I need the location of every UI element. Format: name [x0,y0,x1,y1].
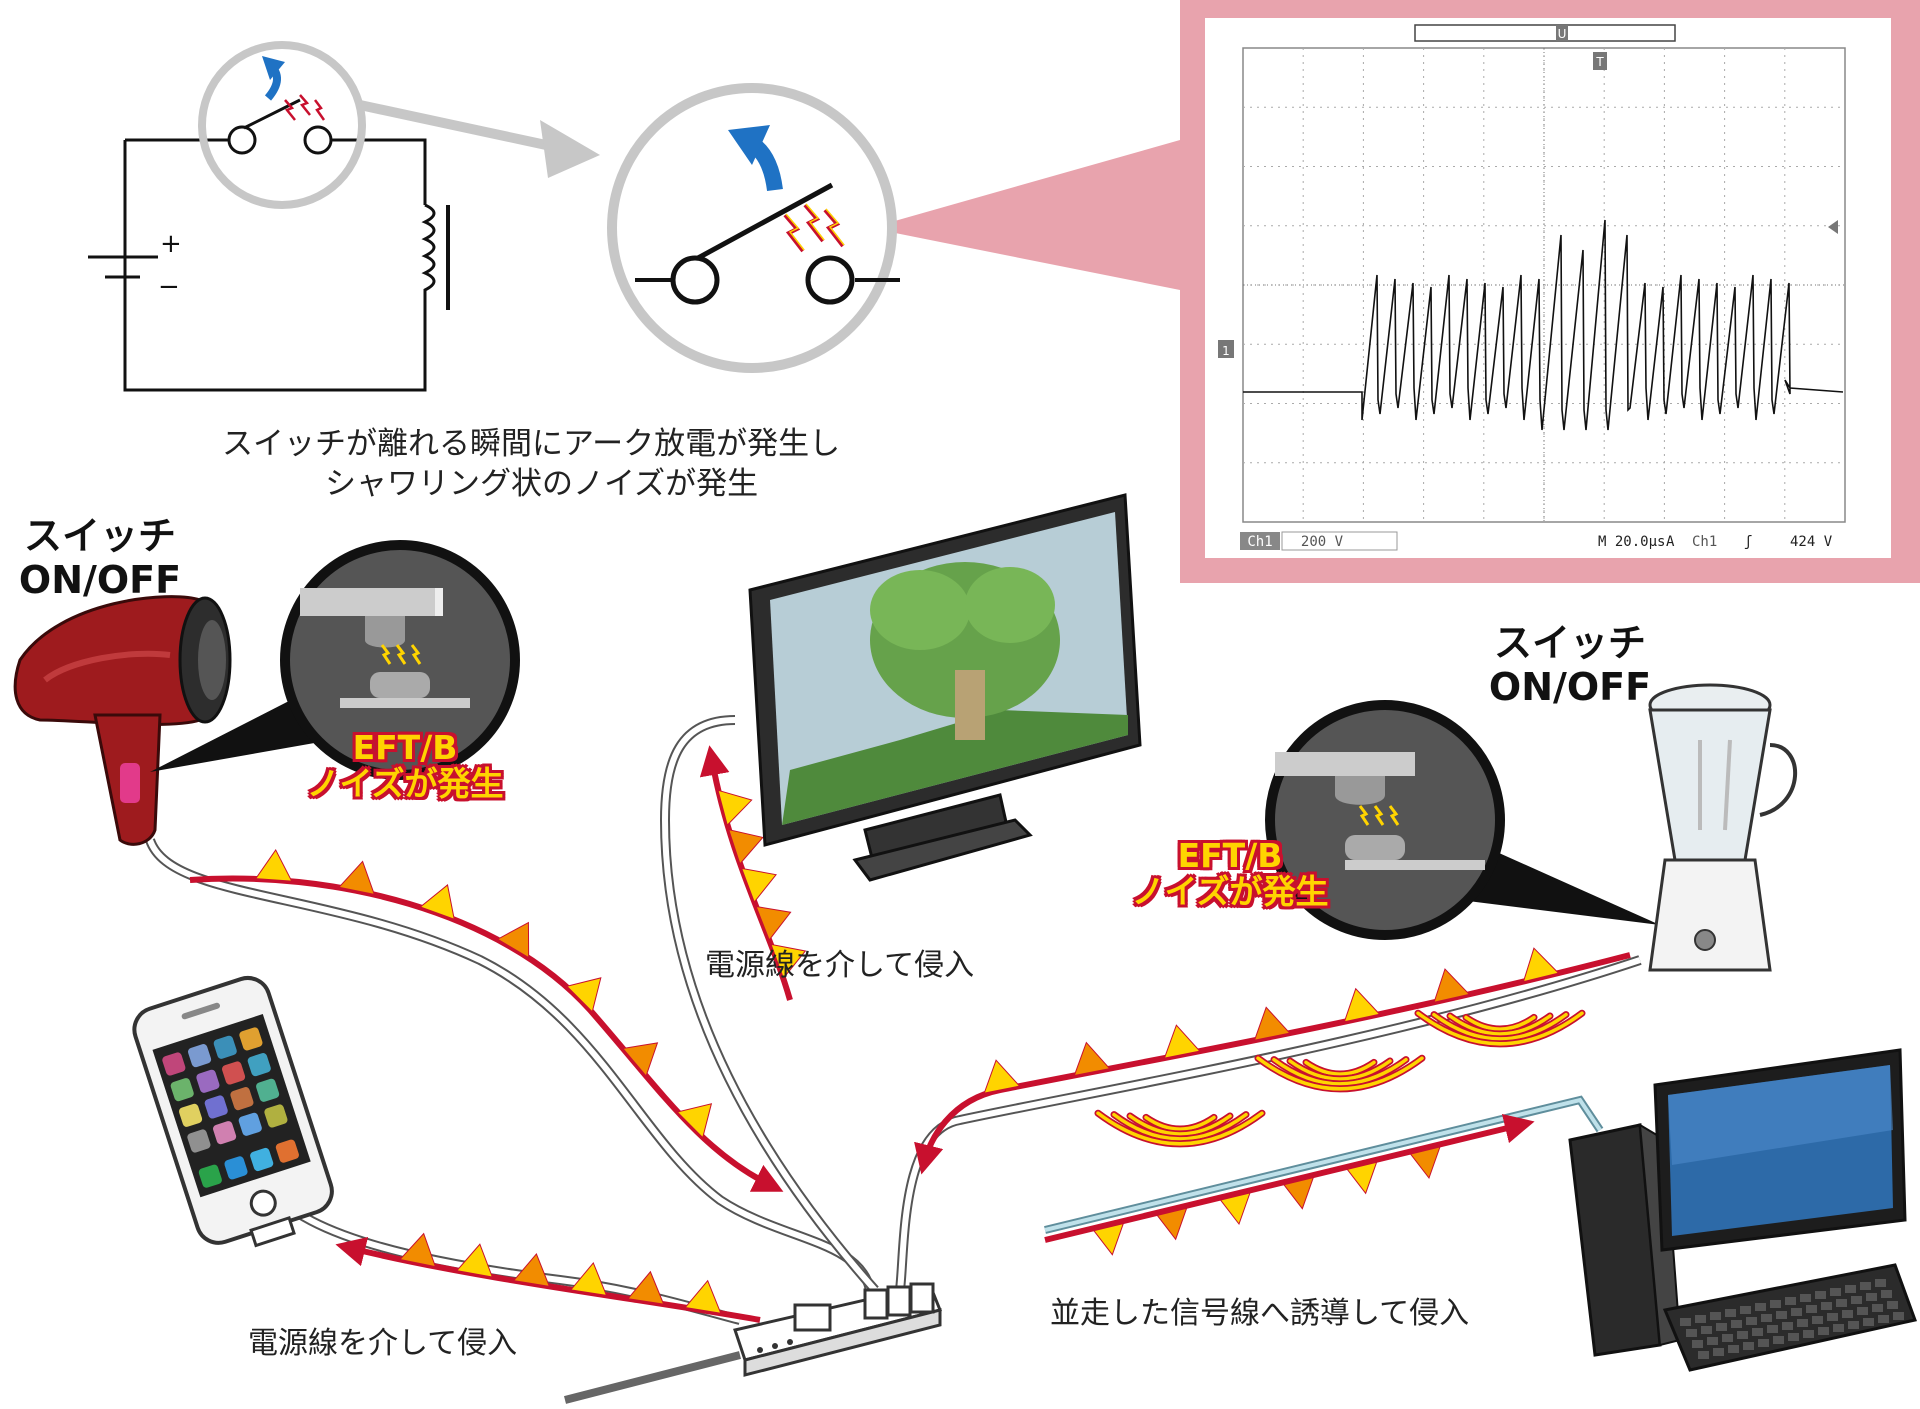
eft-left-line1: EFT/B [352,728,458,767]
scope-volts-div: 200 V [1301,534,1344,550]
circuit-diagram [88,98,450,392]
eft-right-line1: EFT/B [1177,836,1283,875]
ch1-badge [1240,532,1280,550]
zoom-cone [870,140,1180,290]
signal-line-arrow [1044,1113,1535,1243]
app-grid [162,1027,299,1188]
switch-left-line2: ON/OFF [18,557,182,602]
arc-caption-line2: シャワリング状のノイズが発生 [325,466,759,502]
arc-caption-line1: スイッチが離れる瞬間にアーク放電が発生し [222,426,841,462]
hair-dryer [13,595,232,846]
callout-left [150,540,520,780]
minus-sign: − [158,272,180,302]
switch-left-title: スイッチ ON/OFF [0,514,200,602]
television [748,493,1142,882]
spark-small-icon [284,94,326,121]
scope-top-marker: U [1558,27,1567,41]
blender [1648,683,1797,972]
eft-left-line2: ノイズが発生 [306,764,504,804]
zoom-arrow [358,100,600,178]
scope-trigger-mode: A [1666,534,1675,550]
scope-ch-label: Ch1 [1247,534,1272,550]
channel-marker [1218,340,1234,358]
eft-right-line2: ノイズが発生 [1131,872,1329,912]
scope-trigger-slope: ʃ [1744,534,1752,550]
callout-right [1265,700,1660,940]
label-power-tv: 電源線を介して侵入 [705,948,975,983]
record-window [1414,24,1676,42]
plus-sign: + [160,229,182,259]
zoom-circle-large [607,83,900,373]
power-cables [145,715,1642,1404]
scope-waveform [1243,219,1844,431]
switch-right-line1: スイッチ [1493,621,1646,665]
spark-right-icon [1358,805,1400,826]
power-strip [733,1282,943,1377]
keyboard-keys [1680,1279,1904,1359]
switch-right-title: スイッチ ON/OFF [1455,621,1685,709]
zoom-circle-small [198,41,366,209]
dryer-switch-icon [120,763,140,803]
switch-left-line1: スイッチ [23,514,176,558]
trigger-marker [1593,52,1607,70]
eft-left-label: EFT/B ノイズが発生 [285,728,525,804]
smartphone [132,976,334,1248]
scope-time-div: M 20.0µs [1598,534,1665,550]
induction-waves [1094,1009,1586,1148]
position-marker [1556,25,1568,41]
scope-trigger-level: 424 V [1790,534,1833,550]
trigger-marker-label: T [1595,55,1604,69]
channel-marker-label: 1 [1222,344,1230,358]
eft-right-label: EFT/B ノイズが発生 [1110,836,1350,912]
label-power-phone: 電源線を介して侵入 [248,1326,518,1361]
switch-right-line2: ON/OFF [1488,664,1652,709]
spark-left-icon [380,644,422,665]
scope-trigger-ch: Ch1 [1692,534,1717,550]
level-marker [1828,220,1838,234]
desktop-pc [1568,1048,1917,1372]
oscilloscope-panel: U T 1 Ch1 200 V M 20.0µs A Ch1 ʃ 424 V [870,0,1920,583]
label-signal-line: 並走した信号線へ誘導して侵入 [1050,1296,1470,1331]
